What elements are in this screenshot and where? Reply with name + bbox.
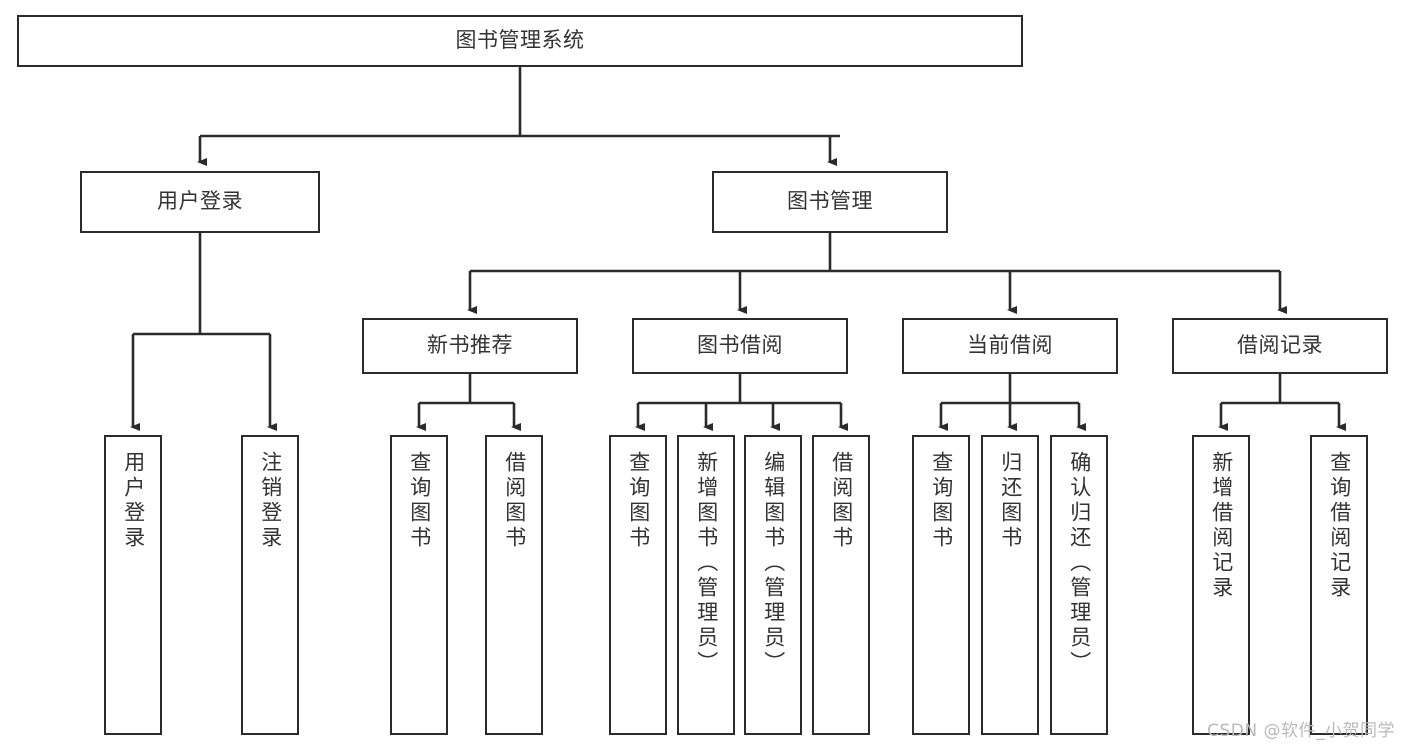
leaf-borrow-record-add-label: 新增借阅记录 [1209,451,1234,601]
node-book-borrow-label: 图书借阅 [697,333,783,358]
node-book-borrow[interactable]: 图书借阅 [632,318,848,374]
leaf-current-borrow-confirm[interactable]: 确认归还（管理员） [1050,435,1108,735]
node-new-book-recommend[interactable]: 新书推荐 [362,318,578,374]
leaf-new-book-query-label: 查询图书 [407,451,432,551]
leaf-current-borrow-return-label: 归还图书 [998,451,1023,551]
leaf-new-book-borrow-label: 借阅图书 [502,451,527,551]
leaf-borrow-record-add[interactable]: 新增借阅记录 [1192,435,1250,735]
leaf-book-borrow-query[interactable]: 查询图书 [609,435,667,735]
node-user-login[interactable]: 用户登录 [80,171,320,233]
leaf-borrow-record-query-label: 查询借阅记录 [1327,451,1352,601]
leaf-book-borrow-query-label: 查询图书 [626,451,651,551]
leaf-book-borrow-add[interactable]: 新增图书（管理员） [677,435,735,735]
leaf-current-borrow-query[interactable]: 查询图书 [912,435,970,735]
node-root-label: 图书管理系统 [455,28,585,53]
leaf-user-login-login[interactable]: 用户登录 [104,435,162,735]
leaf-user-login-logout[interactable]: 注销登录 [241,435,299,735]
node-book-manage[interactable]: 图书管理 [712,171,948,233]
leaf-book-borrow-borrow[interactable]: 借阅图书 [812,435,870,735]
leaf-borrow-record-query[interactable]: 查询借阅记录 [1310,435,1368,735]
leaf-current-borrow-query-label: 查询图书 [929,451,954,551]
leaf-user-login-login-label: 用户登录 [121,451,146,551]
leaf-current-borrow-return[interactable]: 归还图书 [981,435,1039,735]
node-user-login-label: 用户登录 [157,189,243,214]
node-new-book-recommend-label: 新书推荐 [427,333,513,358]
node-root[interactable]: 图书管理系统 [17,15,1023,67]
leaf-new-book-query[interactable]: 查询图书 [390,435,448,735]
leaf-book-borrow-edit[interactable]: 编辑图书（管理员） [744,435,802,735]
leaf-current-borrow-confirm-label: 确认归还（管理员） [1067,451,1092,676]
node-borrow-record-label: 借阅记录 [1237,333,1323,358]
node-borrow-record[interactable]: 借阅记录 [1172,318,1388,374]
leaf-book-borrow-borrow-label: 借阅图书 [829,451,854,551]
node-book-manage-label: 图书管理 [787,189,873,214]
leaf-book-borrow-edit-label: 编辑图书（管理员） [761,451,786,676]
node-current-borrow[interactable]: 当前借阅 [902,318,1118,374]
leaf-book-borrow-add-label: 新增图书（管理员） [694,451,719,676]
node-current-borrow-label: 当前借阅 [967,333,1053,358]
leaf-new-book-borrow[interactable]: 借阅图书 [485,435,543,735]
leaf-user-login-logout-label: 注销登录 [258,451,283,551]
